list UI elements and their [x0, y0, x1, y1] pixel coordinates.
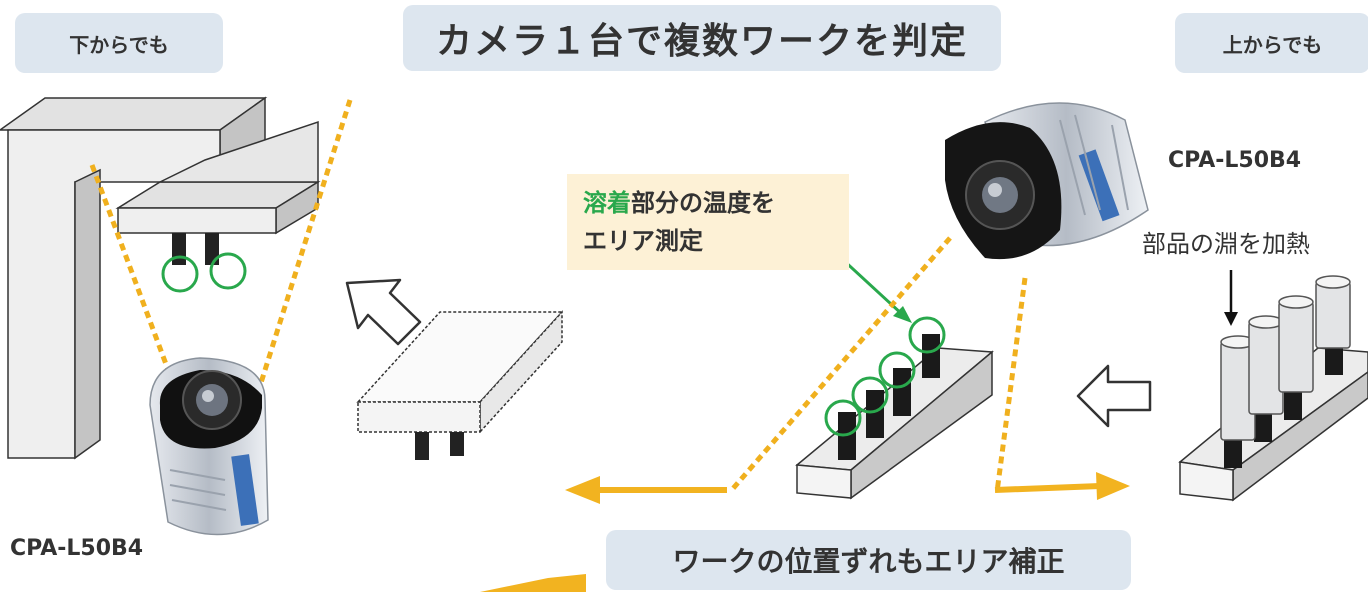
- move-arrow-hollow-left: [1076, 364, 1152, 428]
- gantry-frame: [0, 96, 321, 460]
- field-of-view-right: [728, 236, 1028, 494]
- move-arrow-corner: [480, 574, 586, 592]
- move-arrow-hollow-upleft: [345, 278, 422, 346]
- camera-model-right: CPA-L50B4: [1168, 148, 1302, 173]
- tall-parts-right: [1220, 275, 1351, 468]
- measurement-callout: 溶着部分の温度を エリア測定: [567, 174, 849, 270]
- move-arrow-left: [565, 476, 727, 504]
- move-arrow-right: [994, 472, 1130, 500]
- callout-highlight: 溶着: [583, 189, 631, 217]
- from-below-label: 下からでも: [15, 13, 223, 73]
- camera-left: [149, 357, 269, 536]
- callout-line1-rest: 部分の温度を: [631, 189, 775, 217]
- ghost-workpiece: [356, 310, 564, 434]
- held-parts-left: [161, 233, 247, 293]
- callout-line2: エリア測定: [583, 227, 703, 255]
- target-circles-center: [824, 316, 946, 437]
- bottom-caption: ワークの位置ずれもエリア補正: [606, 530, 1131, 590]
- heat-pointer: [1224, 270, 1238, 326]
- heat-note: 部品の淵を加熱: [1142, 230, 1310, 258]
- camera-right: [945, 102, 1149, 260]
- camera-model-left: CPA-L50B4: [10, 536, 144, 561]
- callout-line1: 溶着部分の温度を: [583, 184, 833, 222]
- page-title: カメラ１台で複数ワークを判定: [403, 5, 1001, 71]
- parts-center: [838, 334, 940, 460]
- target-circle: [161, 255, 199, 293]
- from-above-label: 上からでも: [1175, 13, 1368, 73]
- target-circle: [209, 252, 247, 290]
